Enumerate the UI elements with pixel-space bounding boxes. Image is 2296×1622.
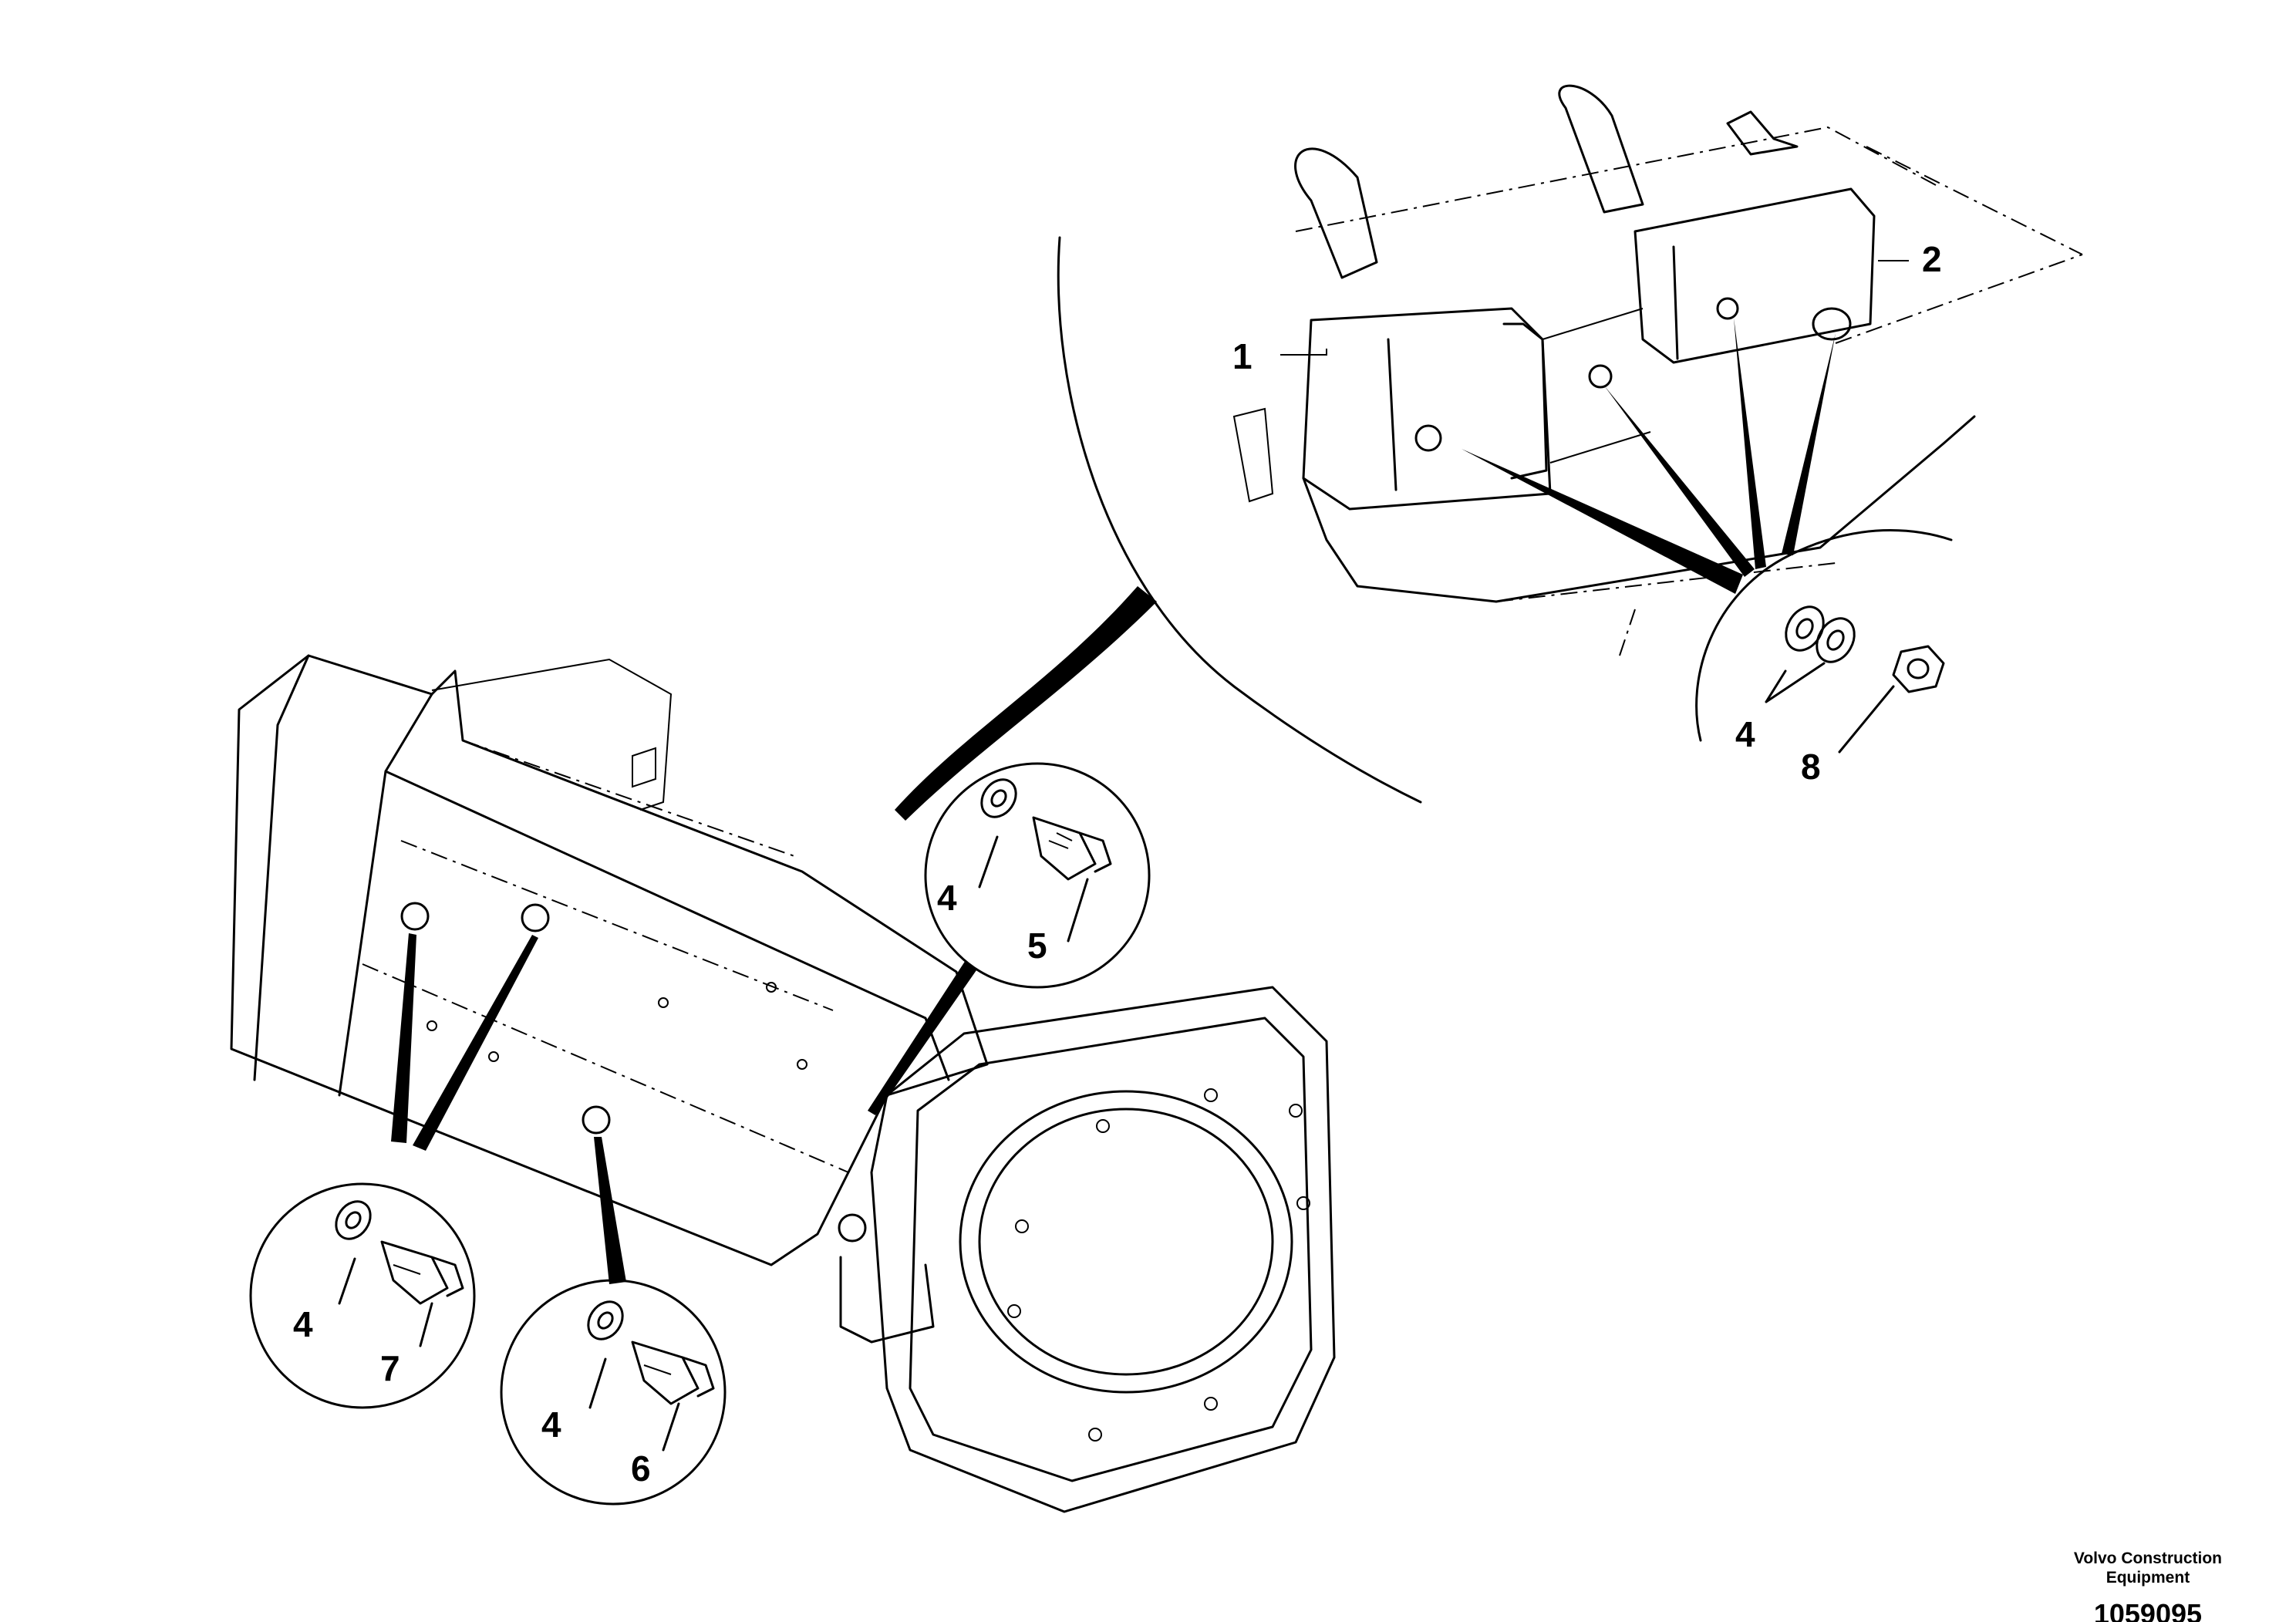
leader-wedge bbox=[594, 1137, 626, 1284]
detail-circle-washer-bolt-6 bbox=[500, 1279, 727, 1506]
battery-box-detail bbox=[1232, 84, 2083, 656]
detail-view-arc bbox=[1057, 236, 1422, 804]
callout-2: 2 bbox=[1922, 239, 1942, 279]
company-name-line1: Volvo Construction bbox=[2073, 1549, 2222, 1567]
detail-circle-washer-bolt-5 bbox=[924, 762, 1151, 989]
callout-5: 5 bbox=[1027, 926, 1047, 966]
callout-4-upper: 4 bbox=[1735, 714, 1755, 754]
frame-housing bbox=[230, 654, 1336, 1513]
drawing-footer: Volvo Construction Equipment 1059095 bbox=[2074, 1549, 2222, 1622]
detail-circle-washer-bolt-7 bbox=[249, 1182, 476, 1409]
leader-wedge bbox=[391, 933, 416, 1143]
callout-4-left: 4 bbox=[293, 1304, 313, 1344]
leader-wedge bbox=[868, 960, 976, 1115]
callout-4-bottom: 4 bbox=[541, 1404, 561, 1445]
callout-6: 6 bbox=[631, 1448, 651, 1489]
leader-wedge bbox=[1734, 318, 1766, 569]
leader-wedge bbox=[1782, 333, 1836, 555]
leader-wedge bbox=[1462, 449, 1743, 594]
leader-wedge bbox=[1604, 386, 1755, 577]
callout-1: 1 bbox=[1232, 336, 1253, 376]
callout-8: 8 bbox=[1801, 747, 1821, 787]
company-name-line2: Equipment bbox=[2106, 1569, 2190, 1587]
callout-7: 7 bbox=[380, 1348, 400, 1388]
detail-circle-washers-nut bbox=[1695, 529, 1953, 754]
leader-wedge bbox=[413, 935, 538, 1151]
callout-4-mid: 4 bbox=[937, 878, 957, 918]
drawing-number: 1059095 bbox=[2093, 1598, 2203, 1622]
leader-wedge bbox=[895, 586, 1157, 821]
